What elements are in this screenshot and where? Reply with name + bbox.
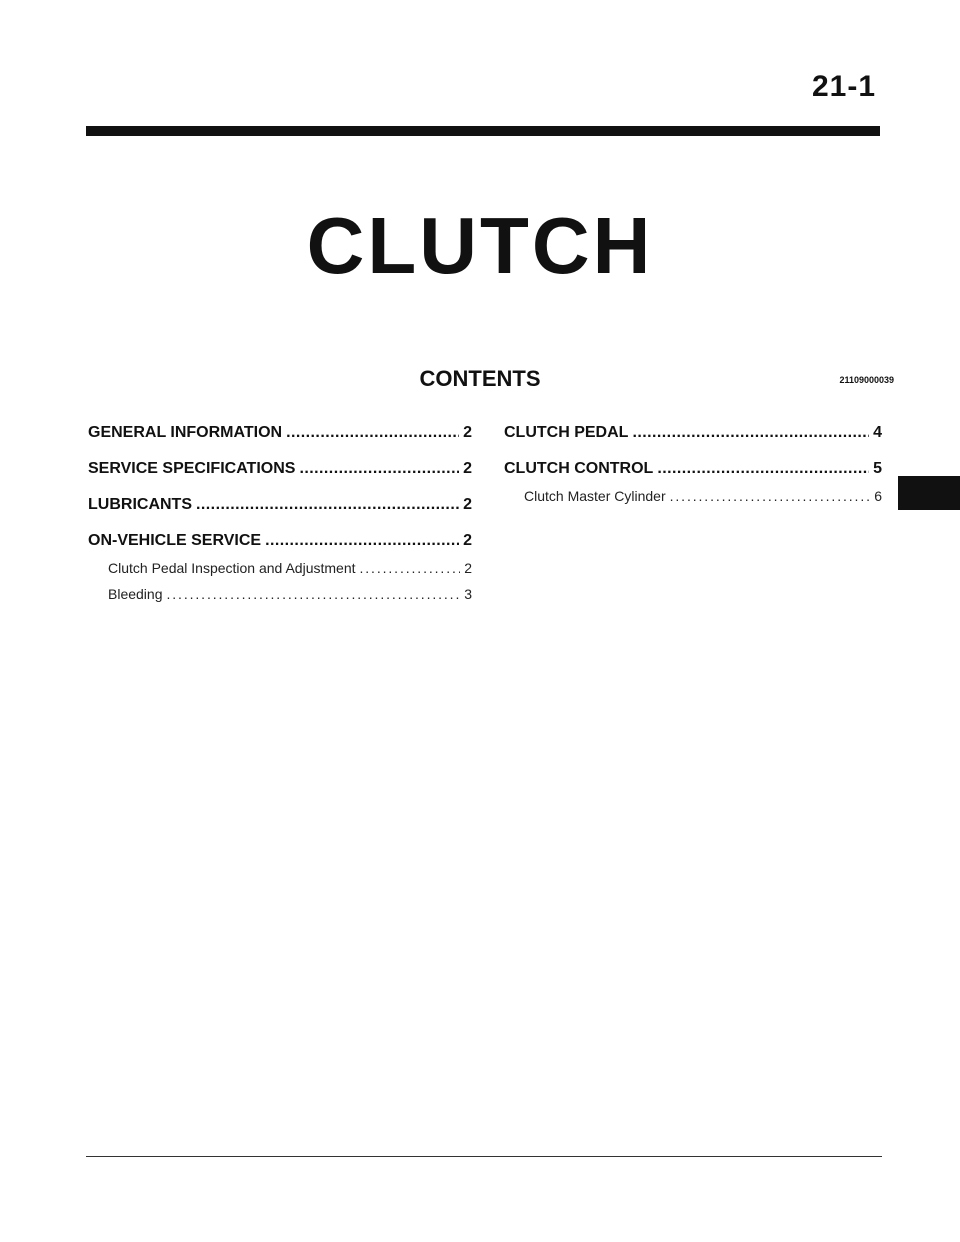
toc-entry-general-information[interactable]: GENERAL INFORMATION 2 [88, 424, 472, 448]
toc-subentry-clutch-pedal-inspection[interactable]: Clutch Pedal Inspection and Adjustment 2 [88, 560, 472, 582]
toc-entry-page: 2 [463, 424, 472, 441]
section-tab-marker [898, 476, 960, 510]
page-title: CLUTCH [306, 201, 654, 290]
document-code: 21109000039 [839, 375, 894, 385]
toc-entry-title: LUBRICANTS [88, 496, 192, 513]
toc-entry-page: 5 [873, 460, 882, 477]
toc-entry-title: ON-VEHICLE SERVICE [88, 532, 262, 549]
toc-leader-dots [167, 586, 461, 602]
toc-entry-title: CLUTCH CONTROL [504, 460, 654, 477]
toc-entry-service-specifications[interactable]: SERVICE SPECIFICATIONS 2 [88, 460, 472, 484]
page-number: 21-1 [811, 70, 876, 103]
header-rule [86, 126, 880, 136]
toc-entry-title: CLUTCH PEDAL [504, 424, 629, 441]
toc-leader-dots [360, 560, 461, 576]
footer-rule [86, 1156, 882, 1157]
toc-subentry-clutch-master-cylinder[interactable]: Clutch Master Cylinder 6 [504, 488, 882, 510]
toc-leader-dots [196, 496, 459, 514]
toc-entry-page: 2 [463, 460, 472, 477]
toc-leader-dots [632, 424, 869, 442]
toc-entry-clutch-control[interactable]: CLUTCH CONTROL 5 [504, 460, 882, 484]
toc-leader-dots [657, 460, 869, 478]
toc-entry-title: Clutch Master Cylinder [524, 488, 666, 504]
toc-leader-dots [299, 460, 459, 478]
toc-left-column: GENERAL INFORMATION 2 SERVICE SPECIFICAT… [88, 424, 472, 608]
toc-entry-page: 2 [464, 560, 472, 576]
toc-entry-page: 3 [464, 586, 472, 602]
toc-entry-title: GENERAL INFORMATION [88, 424, 283, 441]
toc-entry-title: Clutch Pedal Inspection and Adjustment [108, 560, 356, 576]
toc-entry-page: 4 [873, 424, 882, 441]
toc-leader-dots [286, 424, 459, 442]
toc-entry-title: SERVICE SPECIFICATIONS [88, 460, 296, 477]
toc-subentry-bleeding[interactable]: Bleeding 3 [88, 586, 472, 608]
toc-entry-page: 2 [463, 532, 472, 549]
toc-leader-dots [670, 488, 871, 504]
toc-entry-on-vehicle-service[interactable]: ON-VEHICLE SERVICE 2 [88, 532, 472, 556]
toc-leader-dots [265, 532, 459, 550]
toc-entry-page: 2 [463, 496, 472, 513]
toc-entry-title: Bleeding [108, 586, 163, 602]
toc-entry-lubricants[interactable]: LUBRICANTS 2 [88, 496, 472, 520]
contents-heading: CONTENTS [419, 366, 541, 391]
toc-right-column: CLUTCH PEDAL 4 CLUTCH CONTROL 5 Clutch M… [504, 424, 882, 510]
toc-entry-page: 6 [874, 488, 882, 504]
toc-entry-clutch-pedal[interactable]: CLUTCH PEDAL 4 [504, 424, 882, 448]
